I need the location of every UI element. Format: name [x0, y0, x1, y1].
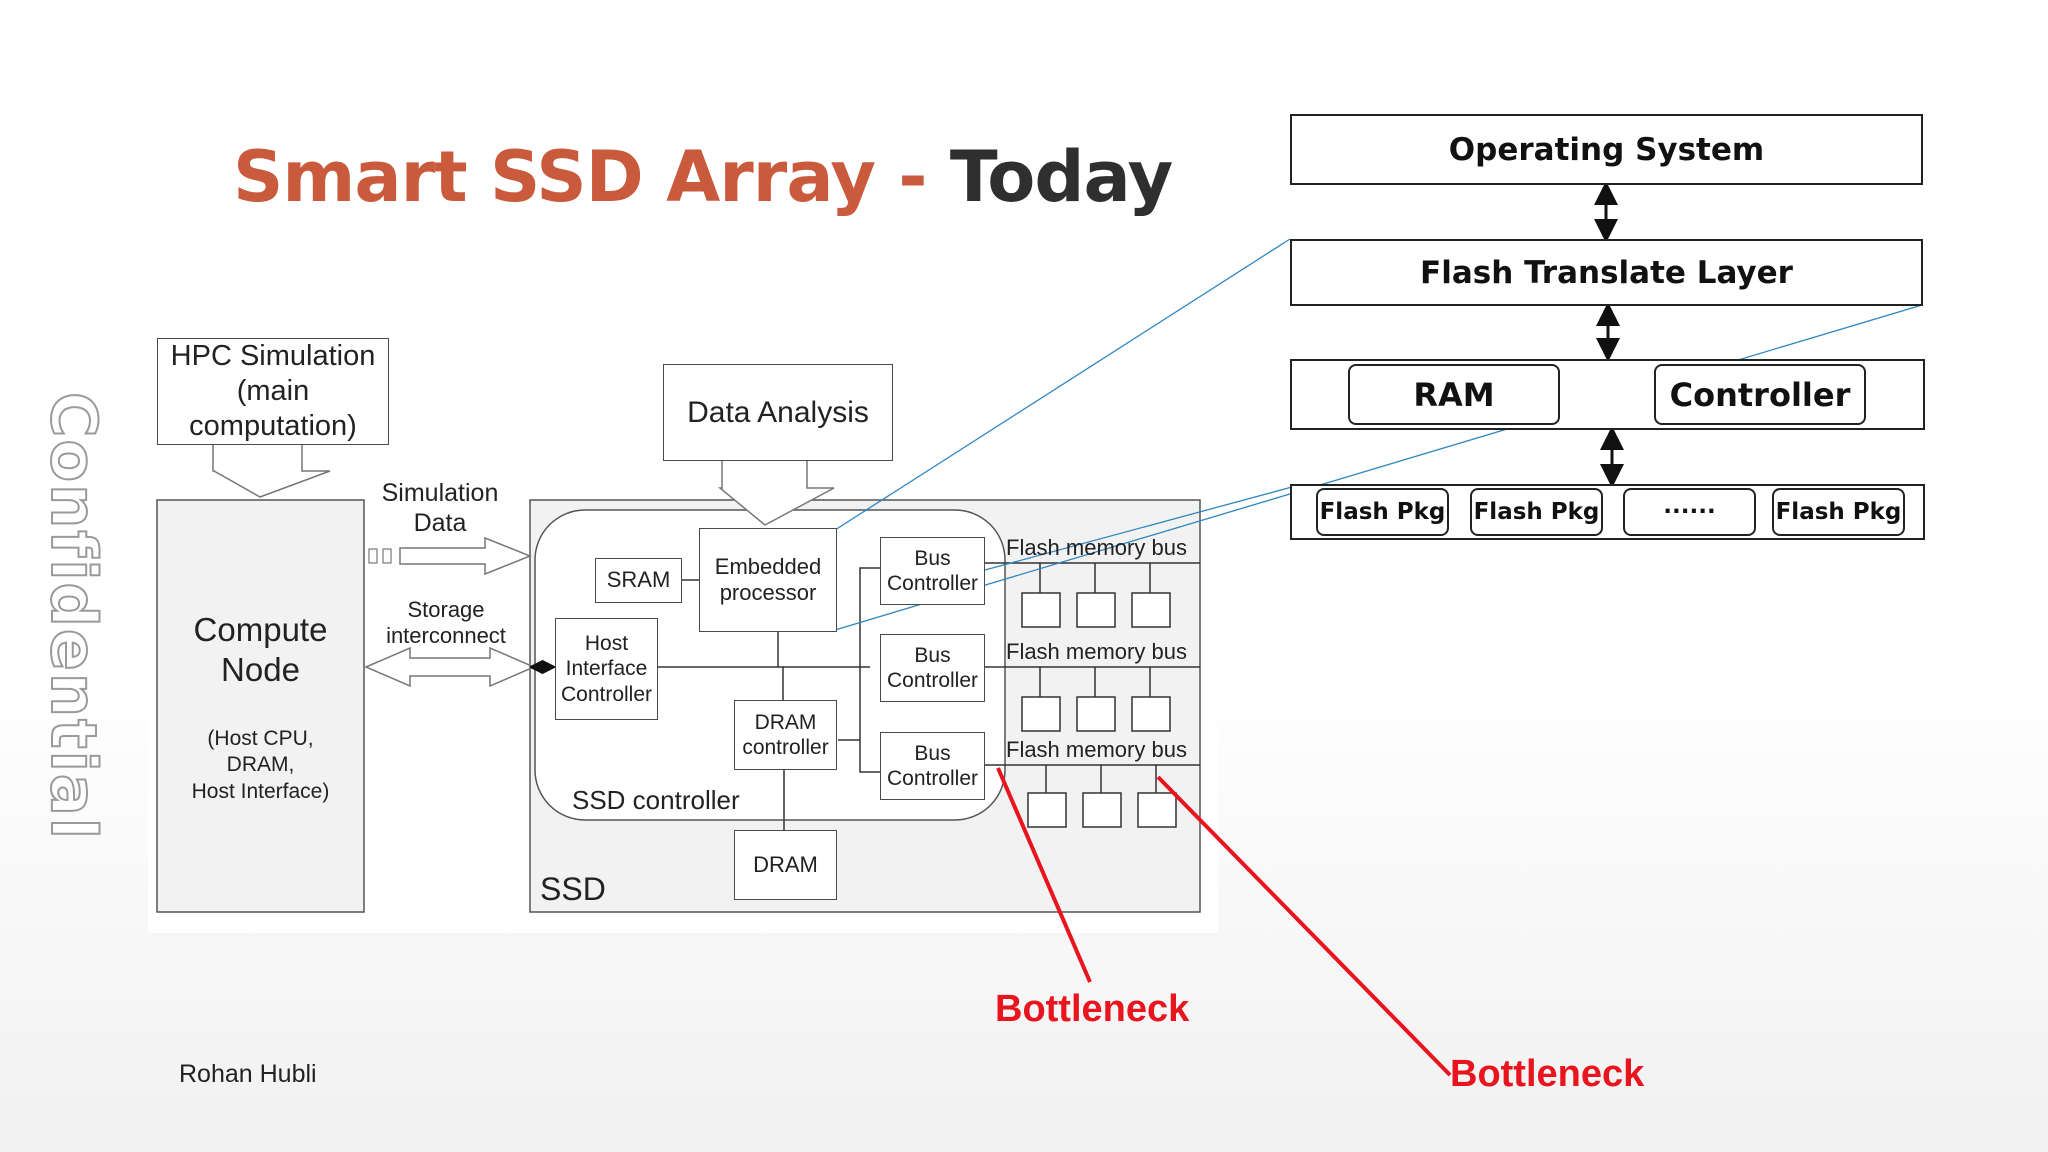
flash-pkg-box: Flash Pkg: [1470, 488, 1603, 536]
bus-controller-box: Bus Controller: [880, 732, 985, 800]
ssd-controller-label: SSD controller: [572, 785, 740, 815]
flash-translate-layer-box: Flash Translate Layer: [1290, 239, 1923, 306]
sram-box: SRAM: [595, 558, 682, 603]
bus-controller-box: Bus Controller: [880, 537, 985, 605]
title-part-2: Today: [949, 136, 1173, 218]
embedded-processor-box: Embedded processor: [699, 528, 837, 632]
zoom-line: [984, 486, 1293, 571]
flash-chip: [1027, 792, 1067, 828]
hpc-simulation-box: HPC Simulation (main computation): [157, 338, 389, 445]
controller-box: Controller: [1654, 364, 1866, 425]
confidential-watermark: Confidential: [36, 391, 111, 842]
storage-interconnect-arrow: [364, 646, 536, 688]
flash-chip: [1082, 792, 1122, 828]
dram-box: DRAM: [734, 830, 837, 900]
bottleneck-line: [996, 767, 1092, 983]
compute-node-box: [156, 499, 365, 913]
flash-chip: [1021, 696, 1061, 732]
storage-interconnect-label: Storage interconnect: [386, 597, 506, 649]
slide-title: Smart SSD Array - Today: [233, 136, 1173, 218]
flash-pkg-box: Flash Pkg: [1316, 488, 1449, 536]
data-analysis-box: Data Analysis: [663, 364, 893, 461]
flash-memory-bus-label: Flash memory bus: [1006, 535, 1187, 560]
bottleneck-line: [1156, 775, 1452, 1077]
flash-pkg-box: Flash Pkg: [1772, 488, 1905, 536]
bus-controller-box: Bus Controller: [880, 634, 985, 702]
hpc-arrow-outline: [212, 444, 331, 498]
bottleneck-label: Bottleneck: [995, 988, 1190, 1030]
simulation-data-arrow: [399, 536, 533, 576]
ram-box: RAM: [1348, 364, 1560, 425]
dram-controller-box: DRAM controller: [734, 700, 837, 770]
operating-system-box: Operating System: [1290, 114, 1923, 185]
host-interface-controller-box: Host Interface Controller: [555, 618, 658, 720]
flash-memory-bus-label: Flash memory bus: [1006, 737, 1187, 762]
flash-chip: [1076, 696, 1116, 732]
analysis-arrow-outline: [717, 460, 835, 526]
flash-memory-bus-label: Flash memory bus: [1006, 639, 1187, 664]
flash-chip: [1131, 592, 1171, 628]
bottleneck-label: Bottleneck: [1450, 1053, 1645, 1095]
flash-chip: [1137, 792, 1177, 828]
compute-node-detail: (Host CPU, DRAM, Host Interface): [191, 727, 330, 803]
flash-chip: [1131, 696, 1171, 732]
compute-node-title: Compute Node: [193, 611, 328, 688]
zoom-line: [834, 304, 1923, 631]
ssd-label: SSD: [540, 871, 606, 907]
author-name: Rohan Hubli: [179, 1060, 317, 1088]
flash-pkg-ellipsis: ......: [1623, 488, 1756, 536]
title-part-1: Smart SSD Array -: [233, 136, 950, 218]
zoom-line: [834, 238, 1291, 531]
flash-chip: [1076, 592, 1116, 628]
flash-chip: [1021, 592, 1061, 628]
simulation-data-label: Simulation Data: [381, 479, 499, 537]
